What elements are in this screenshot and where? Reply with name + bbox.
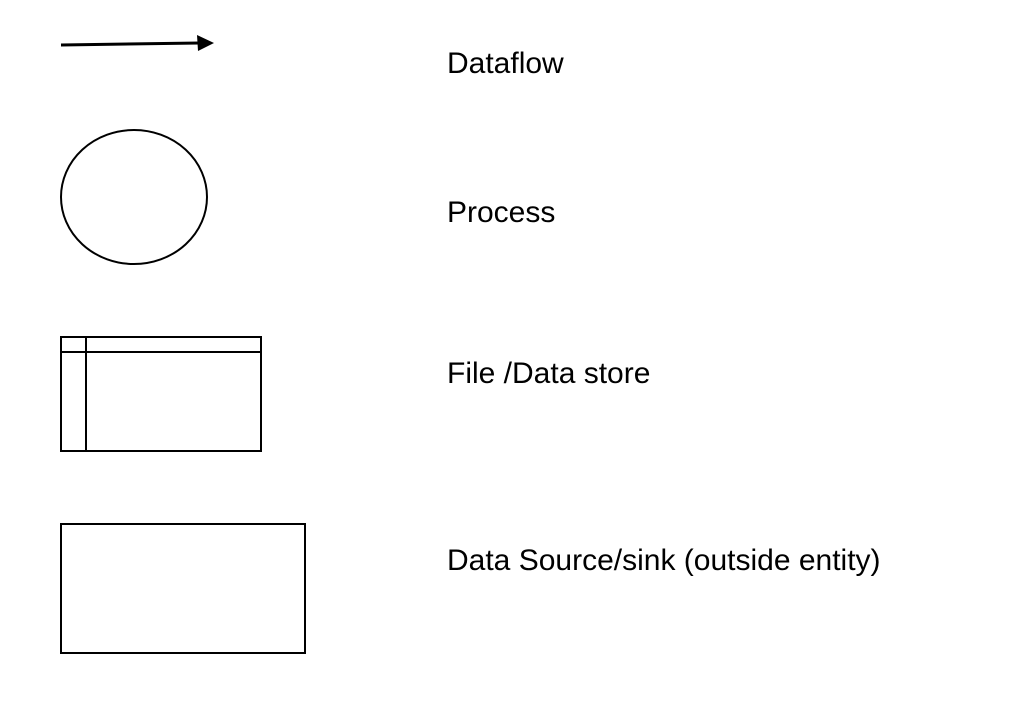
dataflow-arrow-symbol (60, 35, 214, 51)
dataflow-label: Dataflow (447, 47, 564, 80)
process-circle-symbol (60, 129, 208, 265)
dataflow-arrow-shaft (60, 41, 201, 47)
data-sink-label: Data Source/sink (outside entity) (447, 544, 881, 577)
data-store-outline (60, 336, 262, 452)
data-store-symbol (60, 336, 262, 452)
data-store-label: File /Data store (447, 357, 651, 390)
data-sink-rectangle-symbol (60, 523, 306, 654)
process-label: Process (447, 196, 556, 229)
dataflow-arrow-head (197, 35, 214, 51)
